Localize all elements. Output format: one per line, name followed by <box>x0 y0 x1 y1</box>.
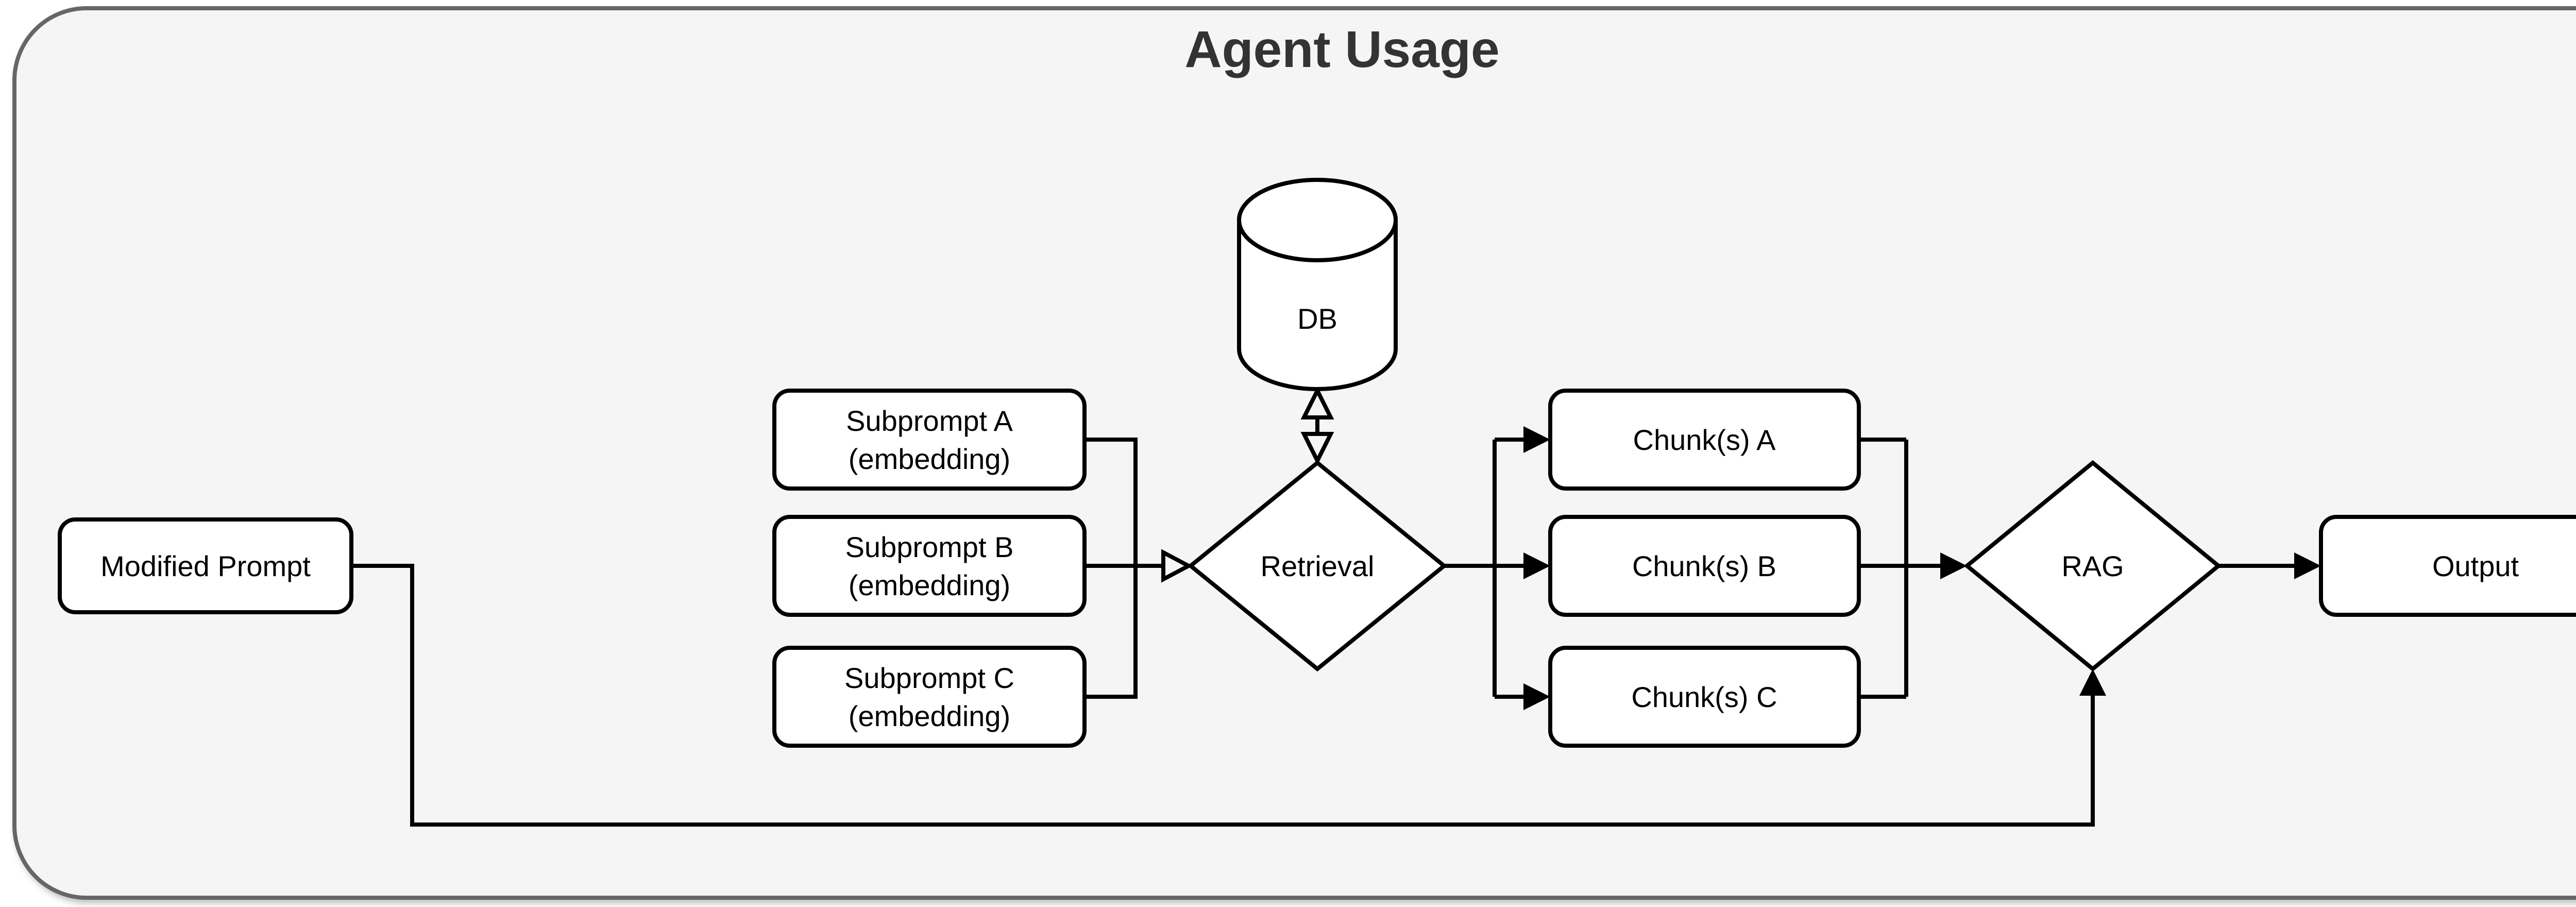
subprompt-a-label-line1: Subprompt A <box>846 405 1013 437</box>
edge-line <box>1084 438 1138 566</box>
subprompt-a-box <box>772 389 1087 491</box>
subprompt-c-label-line1: Subprompt C <box>844 662 1014 694</box>
subprompt-a-label-line2: (embedding) <box>849 443 1010 475</box>
retrieval-label: Retrieval <box>1261 550 1375 582</box>
edge-db-retrieval <box>1300 386 1334 465</box>
node-subprompt-a: Subprompt A (embedding) <box>772 389 1087 491</box>
diagram-title: Agent Usage <box>1184 21 1499 78</box>
subprompt-b-box <box>772 515 1087 617</box>
solid-arrowhead <box>2079 669 2106 696</box>
modified-prompt-box <box>58 517 353 614</box>
output-label: Output <box>2432 550 2519 582</box>
chunk-c-box <box>1548 646 1861 748</box>
output-box <box>2319 515 2576 617</box>
node-chunk-a: Chunk(s) A <box>1548 389 1861 491</box>
solid-arrowhead <box>1523 683 1550 710</box>
edge-line <box>351 564 2095 827</box>
solid-arrowhead <box>1523 426 1550 453</box>
node-chunk-b: Chunk(s) B <box>1548 515 1861 617</box>
edge-chunks-to-rag <box>1859 438 1967 699</box>
modified-prompt-label: Modified Prompt <box>100 550 311 582</box>
rag-diamond <box>1963 460 2222 672</box>
solid-arrowhead <box>1523 552 1550 579</box>
rag-label: RAG <box>2061 550 2124 582</box>
node-modified-prompt: Modified Prompt <box>58 517 353 614</box>
solid-arrowhead <box>1940 552 1967 579</box>
edge-subprompt-c-to-retrieval <box>1084 566 1138 699</box>
open-arrowhead-down <box>1300 432 1334 465</box>
retrieval-diamond <box>1187 460 1448 672</box>
edge-line <box>1084 566 1138 699</box>
open-arrowhead <box>1161 549 1193 583</box>
edge-modified-prompt-to-rag <box>351 564 2106 827</box>
node-chunk-c: Chunk(s) C <box>1548 646 1861 748</box>
node-subprompt-c: Subprompt C (embedding) <box>772 646 1087 748</box>
subprompt-b-label-line1: Subprompt B <box>845 531 1014 563</box>
chunk-b-label: Chunk(s) B <box>1632 550 1776 582</box>
node-db: DB <box>1237 178 1398 391</box>
edge-rag-to-output <box>2218 552 2321 579</box>
edge-subprompt-b-to-retrieval <box>1084 549 1193 583</box>
chunk-a-box <box>1548 389 1861 491</box>
node-rag: RAG <box>1963 460 2222 672</box>
open-arrowhead-up <box>1300 386 1334 419</box>
chunk-b-box <box>1548 515 1861 617</box>
subprompt-c-box <box>772 646 1087 748</box>
chunk-c-label: Chunk(s) C <box>1631 681 1777 713</box>
db-cylinder-top <box>1237 178 1398 262</box>
edge-retrieval-to-chunks <box>1444 426 1550 710</box>
solid-arrowhead <box>2294 552 2321 579</box>
node-output: Output <box>2319 515 2576 617</box>
node-subprompt-b: Subprompt B (embedding) <box>772 515 1087 617</box>
subprompt-b-label-line2: (embedding) <box>849 569 1010 601</box>
subprompt-c-label-line2: (embedding) <box>849 700 1010 732</box>
edge-subprompt-a-to-retrieval <box>1084 438 1138 566</box>
chunk-a-label: Chunk(s) A <box>1633 424 1776 456</box>
node-retrieval: Retrieval <box>1187 460 1448 672</box>
db-label: DB <box>1297 303 1337 335</box>
agent-usage-container <box>12 6 2576 900</box>
